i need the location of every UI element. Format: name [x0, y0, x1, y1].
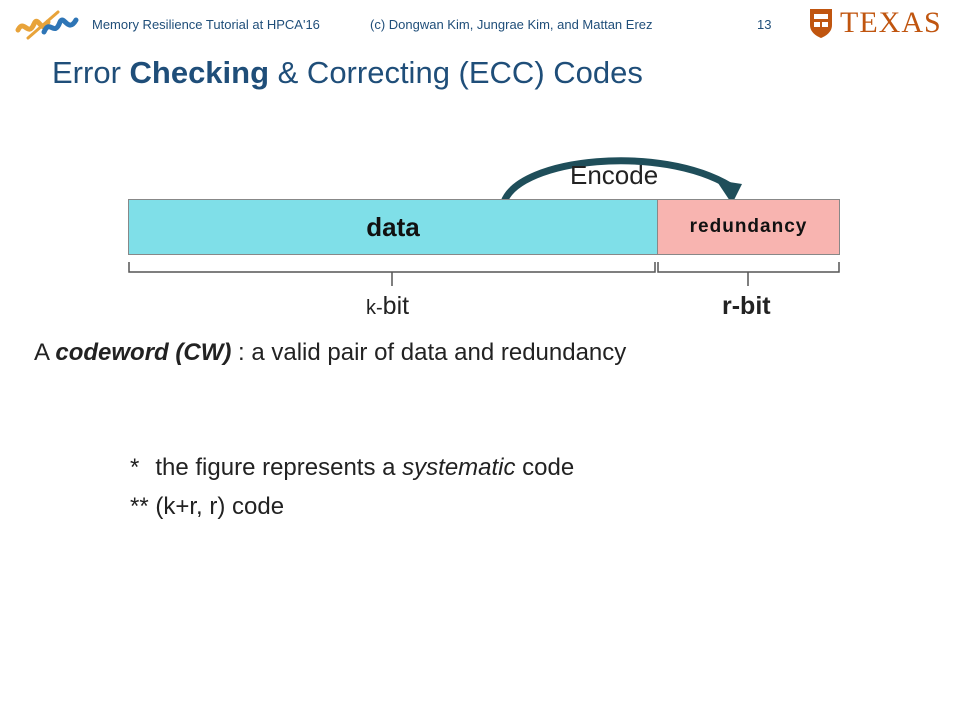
page-number: 13: [757, 17, 772, 32]
note1-emphasis: systematic: [402, 454, 516, 481]
redundancy-label: redundancy: [689, 216, 808, 237]
title-emphasis: Checking: [129, 55, 270, 90]
encode-arrow: [500, 157, 742, 206]
note-systematic: * the figure represents a systematic code: [130, 454, 574, 482]
codeword-definition: A codeword (CW) : a valid pair of data a…: [34, 339, 626, 367]
title-prefix: Error: [52, 55, 130, 90]
note1-marker: *: [130, 454, 140, 481]
bit-width-braces: [128, 262, 840, 286]
definition-term: codeword (CW): [55, 339, 232, 366]
texas-shield-icon: [810, 9, 832, 38]
data-block: data: [128, 199, 658, 255]
header-event: Memory Resilience Tutorial at HPCA'16: [92, 17, 320, 32]
page-title: Error Checking & Correcting (ECC) Codes: [52, 55, 643, 91]
note1-prefix: the figure represents a: [155, 454, 403, 481]
r-bit-label: r-bit: [722, 292, 771, 320]
lph-logo-icon: [15, 10, 79, 40]
encode-label: Encode: [570, 160, 659, 190]
k-prefix: k-: [366, 297, 383, 319]
texas-wordmark: TEXAS: [840, 6, 942, 39]
note1-suffix: code: [515, 454, 575, 481]
definition-suffix: : a valid pair of data and redundancy: [231, 339, 627, 366]
texas-logo: TEXAS: [808, 6, 942, 40]
definition-prefix: A: [34, 339, 56, 366]
redundancy-block: redundancy: [657, 199, 840, 255]
title-suffix: & Correcting (ECC) Codes: [269, 55, 643, 90]
k-suffix: bit: [382, 292, 410, 320]
data-label: data: [366, 211, 420, 242]
header-authors: (c) Dongwan Kim, Jungrae Kim, and Mattan…: [370, 17, 653, 32]
k-bit-label: k-bit: [366, 292, 409, 321]
note-code-params: ** (k+r, r) code: [130, 493, 285, 520]
